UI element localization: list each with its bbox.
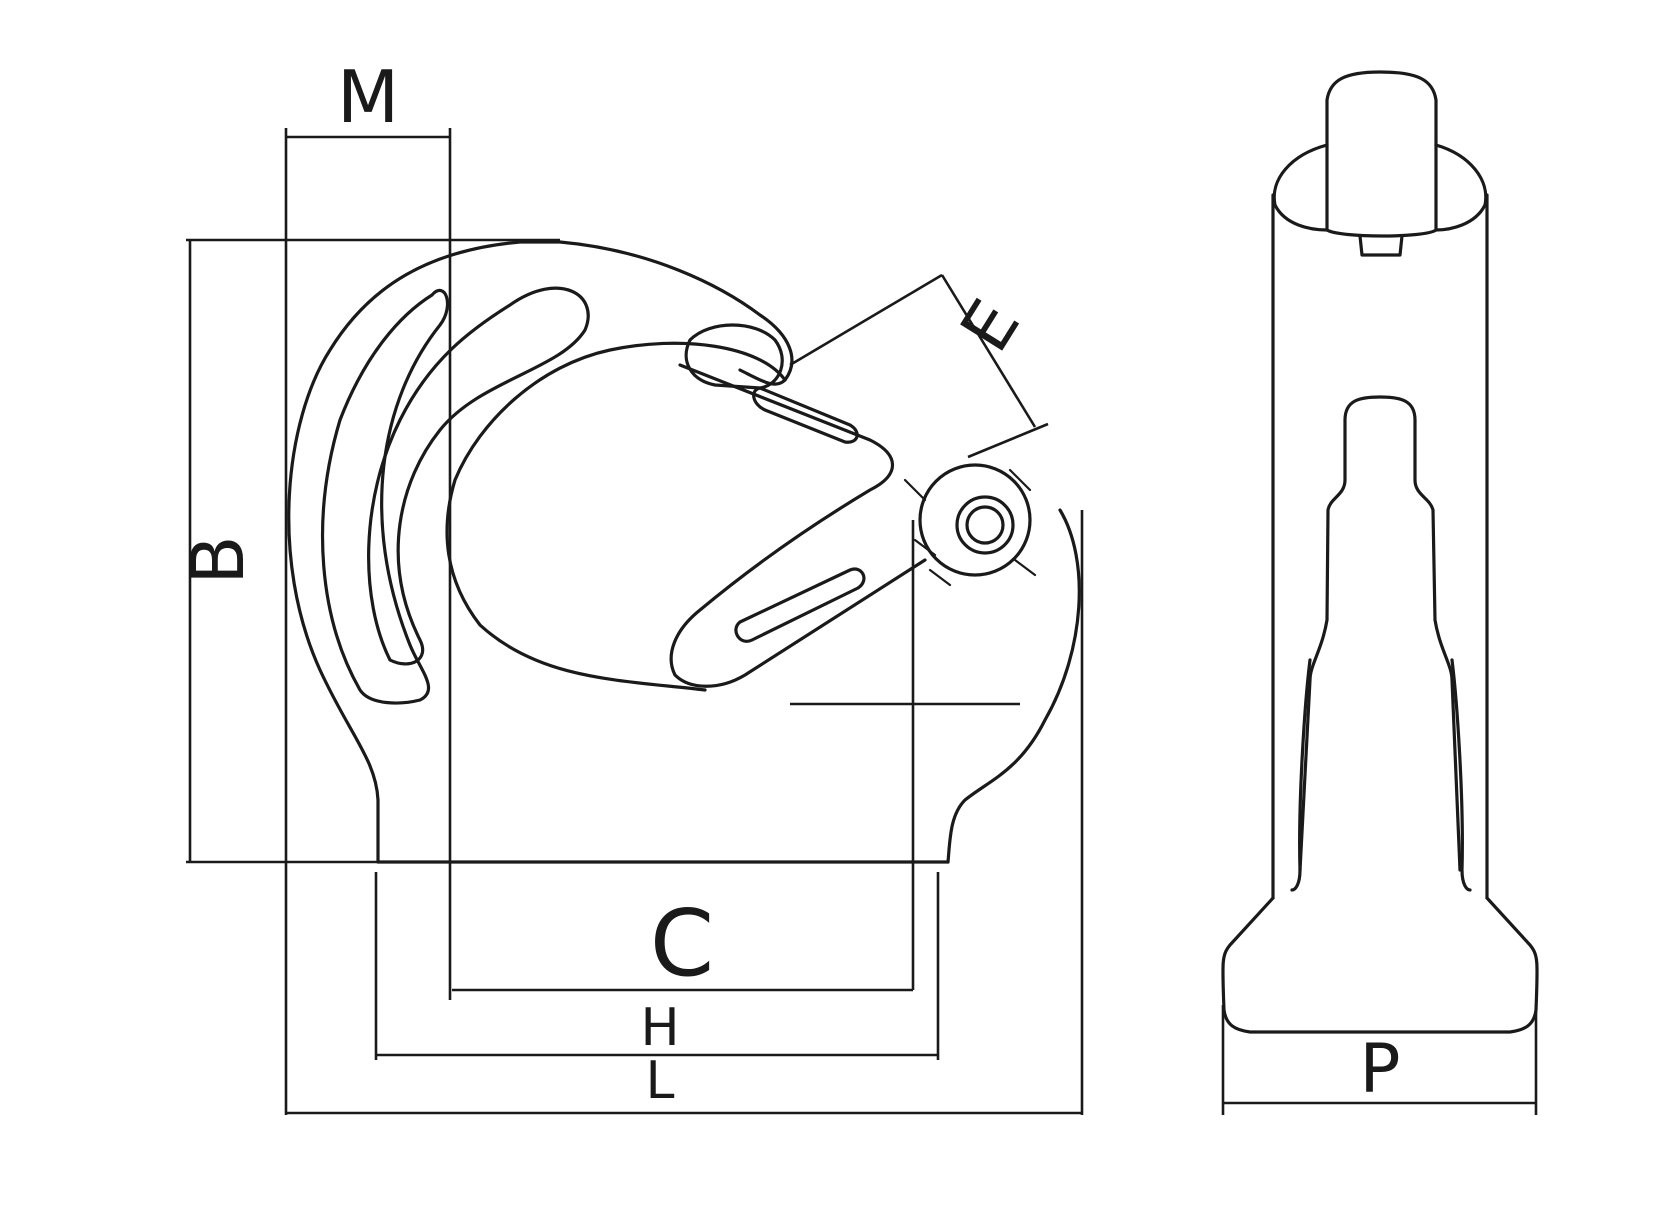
- pivot-hole-inner: [965, 505, 1005, 545]
- pivot-boss: [918, 463, 1032, 577]
- label-H: H: [640, 998, 679, 1058]
- hook-left-slot: [320, 288, 450, 705]
- label-M: M: [337, 55, 399, 139]
- hook-inner-slot: [367, 286, 590, 666]
- side-left-rib: [1290, 658, 1312, 892]
- hook-side-view: [1221, 70, 1539, 1034]
- label-P: P: [1359, 1030, 1400, 1109]
- hook-right-body: [946, 508, 1081, 864]
- label-B: B: [176, 535, 260, 584]
- label-C: C: [650, 890, 714, 997]
- pivot-hole-outer: [955, 495, 1015, 555]
- dimension-lines: [186, 128, 1538, 1115]
- side-cap-nub: [1358, 234, 1404, 257]
- side-foot: [1221, 896, 1539, 1034]
- side-right-rib: [1450, 658, 1472, 892]
- pivot-hatch: [903, 468, 1037, 587]
- hook-upper-loop: [684, 323, 784, 390]
- hook-outer-outline: [287, 240, 794, 864]
- side-center-web: [1298, 395, 1462, 872]
- label-L: L: [646, 1051, 675, 1111]
- hook-front-view: [287, 240, 1081, 864]
- hook-inner-opening: [445, 341, 787, 692]
- side-top-cap: [1325, 70, 1438, 238]
- latch-arm: [669, 363, 927, 688]
- latch-lower-slot: [734, 567, 866, 643]
- side-cap-wings: [1272, 143, 1488, 232]
- latch-upper-slot: [752, 386, 859, 444]
